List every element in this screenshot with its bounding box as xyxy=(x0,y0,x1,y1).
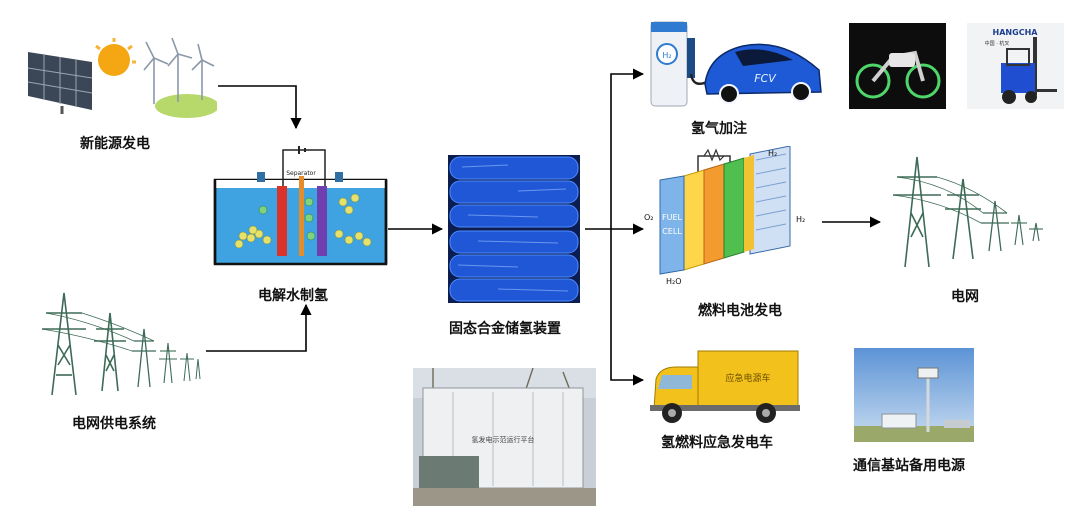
renewable-energy-image xyxy=(22,38,217,118)
transmission-tower-icon xyxy=(94,312,126,392)
truck-text: 应急电源车 xyxy=(725,372,770,384)
fuel-cell-label: 燃料电池发电 xyxy=(698,303,782,319)
container-text: 氢发电示范运行平台 xyxy=(472,435,535,444)
dispenser-text: H₂ xyxy=(662,51,671,60)
telecom-backup-label: 通信基站备用电源 xyxy=(853,458,965,474)
transmission-tower-icon xyxy=(132,328,156,388)
separator-text: Separator xyxy=(286,170,316,177)
transmission-tower-icon xyxy=(42,292,86,396)
renewable-label: 新能源发电 xyxy=(80,136,150,152)
arrow-renewable-to-electrolyzer xyxy=(218,85,302,130)
fuel-cell-text-2: CELL xyxy=(662,227,682,236)
fc-h2-out-text: H₂ xyxy=(796,215,805,224)
grid-output-label: 电网 xyxy=(951,289,979,305)
grid-supply-label: 电网供电系统 xyxy=(72,416,156,432)
fcv-car-icon: FCV xyxy=(704,43,822,104)
storage-label: 固态合金储氢装置 xyxy=(449,321,561,337)
telecom-station-photo xyxy=(854,348,974,442)
forklift-brand-text: HANGCHA xyxy=(993,28,1039,37)
transmission-tower-icon xyxy=(893,156,941,268)
electrolysis-label: 电解水制氢 xyxy=(258,288,328,304)
transmission-tower-icon xyxy=(1011,214,1043,246)
fuel-cell-text-1: FUEL xyxy=(662,213,683,222)
hydrogen-refuel-image: H₂ FCV xyxy=(643,18,823,110)
motorcycle-photo xyxy=(849,23,946,109)
hydrogen-dispenser-icon: H₂ xyxy=(650,21,708,107)
grid-output-image xyxy=(877,153,1052,268)
fuel-cell-image: FUEL CELL O₂ H₂ H₂ H₂O xyxy=(640,146,815,286)
emergency-vehicle-label: 氢燃料应急发电车 xyxy=(661,435,773,451)
forklift-sub-text: 中国 · 杭叉 xyxy=(985,40,1010,47)
solar-panel-icon xyxy=(27,52,93,114)
transmission-tower-icon xyxy=(159,342,177,384)
fc-h2-in-text: H₂ xyxy=(768,149,777,158)
fc-h2o-text: H₂O xyxy=(666,277,682,286)
cathode xyxy=(277,186,287,256)
hydrogen-storage-image xyxy=(448,155,580,303)
emergency-vehicle-image: 应急电源车 xyxy=(648,345,800,425)
grid-supply-image xyxy=(30,285,205,397)
transmission-tower-icon xyxy=(180,352,201,382)
electrolyzer-image: Separator xyxy=(213,146,388,266)
anode xyxy=(317,186,327,256)
transmission-tower-icon xyxy=(981,200,1009,252)
arrow-grid-to-electrolyzer xyxy=(206,303,312,352)
h2-refuel-label: 氢气加注 xyxy=(691,121,747,137)
wind-turbine-icon xyxy=(143,38,215,104)
arrow-storage-to-vehicle xyxy=(610,229,645,386)
hydrogen-container-photo: 氢发电示范运行平台 xyxy=(413,368,596,506)
sun-icon xyxy=(98,44,130,76)
car-text: FCV xyxy=(754,72,777,85)
fc-o2-text: O₂ xyxy=(644,213,654,222)
arrow-storage-to-refuel xyxy=(610,68,645,229)
forklift-photo: HANGCHA 中国 · 杭叉 xyxy=(967,23,1064,109)
separator xyxy=(299,176,304,256)
